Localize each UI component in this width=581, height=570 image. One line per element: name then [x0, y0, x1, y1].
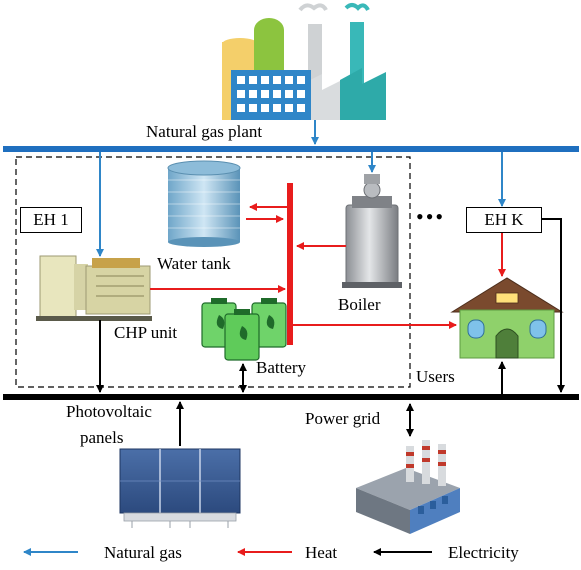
electricity-bus	[3, 394, 579, 400]
boiler-icon	[342, 174, 402, 288]
eh1-boundary	[15, 156, 411, 388]
battery-icon	[201, 298, 287, 361]
power-grid-plant-icon	[356, 440, 460, 534]
chp-unit-icon	[36, 255, 152, 321]
chp-unit-label: CHP unit	[114, 323, 178, 342]
eh1-label: EH 1	[20, 207, 82, 233]
natural-gas-plant-label: Natural gas plant	[146, 122, 263, 141]
power-grid-label: Power grid	[305, 409, 381, 428]
natural-gas-plant-icon	[222, 3, 386, 120]
ehk-elec-link	[542, 218, 565, 393]
legend-natural-gas-label: Natural gas	[104, 543, 182, 562]
heat-bus	[287, 183, 293, 345]
ehk-label: EH K	[466, 207, 542, 233]
users-label: Users	[416, 367, 455, 386]
ellipsis-label: •••	[416, 204, 446, 229]
water-tank-icon	[167, 160, 241, 247]
photovoltaic-label: Photovoltaic	[66, 402, 152, 421]
water-tank-label: Water tank	[157, 254, 231, 273]
legend-electricity-label: Electricity	[448, 543, 519, 562]
photovoltaic-panels-icon	[119, 448, 241, 528]
battery-label: Battery	[256, 358, 307, 377]
legend-heat-label: Heat	[305, 543, 338, 562]
natural-gas-bus	[3, 146, 579, 152]
panels-label: panels	[80, 428, 124, 447]
boiler-label: Boiler	[338, 295, 381, 314]
users-house-icon	[450, 277, 564, 359]
